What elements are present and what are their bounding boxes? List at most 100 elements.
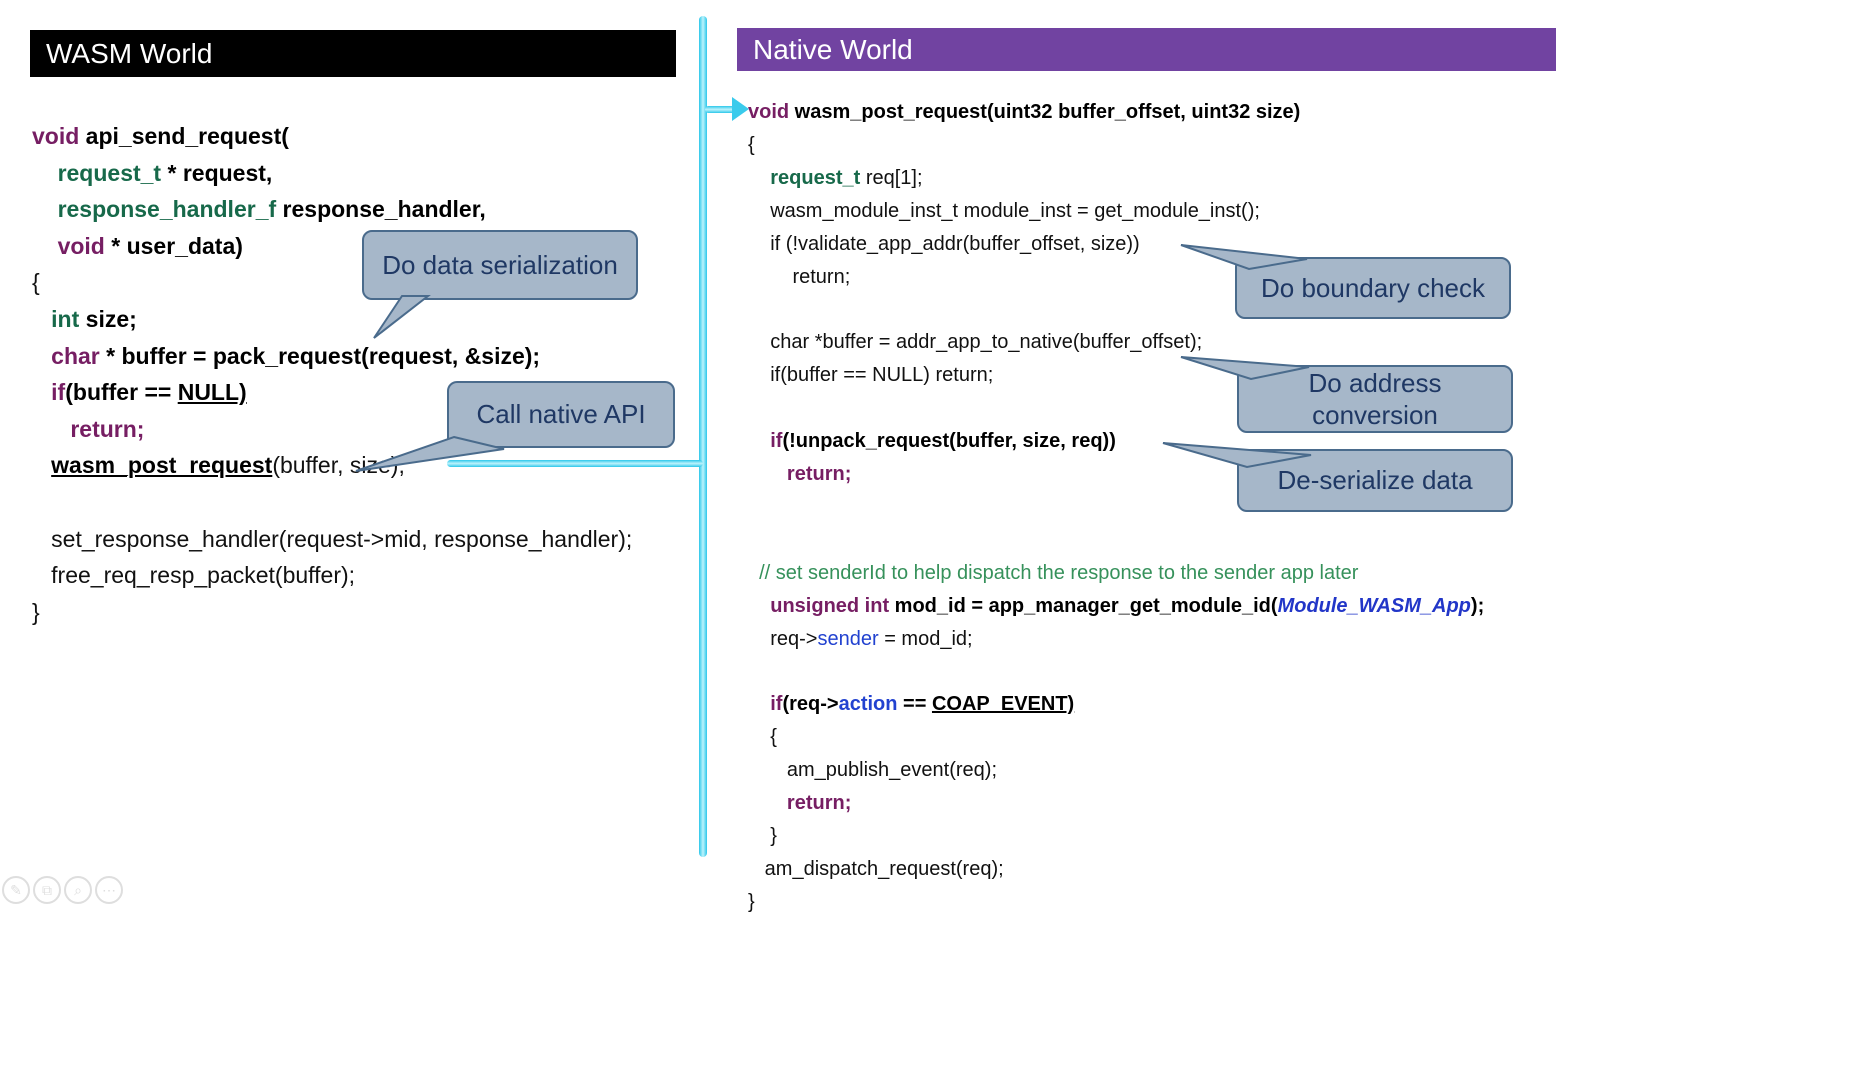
callout-de-serialize-data: De-serialize data — [1162, 442, 1513, 512]
code-segment: set_response_handler(request->mid, respo… — [32, 525, 633, 552]
code-line: char *buffer = addr_app_to_native(buffer… — [748, 326, 1484, 359]
code-segment: // set senderId to help dispatch the res… — [759, 561, 1359, 584]
code-line: unsigned int mod_id = app_manager_get_mo… — [748, 590, 1484, 623]
callout-tail-icon — [1180, 244, 1308, 271]
wasm-code-block: void api_send_request( request_t * reque… — [32, 118, 632, 630]
code-segment: request_t — [57, 159, 162, 186]
code-segment: { — [748, 133, 755, 156]
code-segment: char — [51, 342, 100, 369]
code-segment: size; — [79, 305, 137, 332]
code-segment: ); — [1470, 594, 1485, 617]
code-segment — [748, 792, 787, 814]
code-line: wasm_post_request(buffer, size); — [32, 447, 632, 484]
code-segment — [748, 595, 770, 617]
code-segment: (buffer == — [65, 379, 178, 406]
code-segment: void — [57, 232, 105, 259]
code-line: return; — [748, 458, 1484, 491]
code-segment: free_req_resp_packet(buffer); — [32, 562, 356, 589]
code-segment: char *buffer = addr_app_to_native(buffer… — [748, 331, 1203, 354]
code-segment: = mod_id; — [878, 627, 973, 650]
annotate-icon[interactable]: ⧉ — [33, 876, 61, 904]
callout-call-native-api: Call native API — [355, 381, 675, 472]
code-segment: } — [748, 890, 755, 913]
code-segment — [32, 343, 51, 369]
presentation-toolbar: ✎ ⧉ ⌕ ⋯ — [2, 876, 123, 904]
code-segment: am_publish_event(req); — [748, 759, 998, 782]
code-line: return; — [32, 411, 632, 448]
code-line: } — [32, 594, 632, 631]
code-segment: sender — [817, 627, 879, 650]
code-segment: (req-> — [782, 693, 839, 716]
code-segment — [748, 562, 759, 584]
code-line: return; — [748, 261, 1484, 294]
code-segment: api_send_request( — [85, 123, 289, 149]
code-segment — [32, 416, 70, 442]
code-segment: * request, — [161, 159, 273, 186]
code-segment: (!unpack_request(buffer, size, req)) — [782, 430, 1116, 453]
code-segment: { — [32, 269, 40, 296]
code-segment: wasm_post_request — [51, 452, 273, 479]
wasm-world-header: WASM World — [30, 30, 676, 77]
code-segment: action — [838, 693, 898, 716]
code-segment: mod_id = app_manager_get_module_id( — [889, 594, 1278, 617]
code-line: } — [748, 820, 1484, 853]
call-flow-connector-from-call-site — [447, 460, 703, 467]
code-line: char * buffer = pack_request(request, &s… — [32, 338, 632, 375]
code-line — [748, 524, 1484, 557]
code-line: // set senderId to help dispatch the res… — [748, 557, 1484, 590]
code-line: req->sender = mod_id; — [748, 623, 1484, 656]
code-segment: * buffer = pack_request(request, &size); — [99, 342, 541, 369]
code-line: { — [748, 721, 1484, 754]
code-segment: { — [748, 726, 777, 749]
code-line: if(req->action == COAP_EVENT) — [748, 688, 1484, 721]
native-world-header: Native World — [737, 28, 1556, 71]
code-segment: response_handler, — [276, 196, 486, 223]
zoom-icon[interactable]: ⌕ — [64, 876, 92, 904]
code-line: void wasm_post_request(uint32 buffer_off… — [748, 96, 1484, 129]
code-segment: am_dispatch_request(req); — [748, 857, 1004, 880]
code-segment — [32, 379, 51, 405]
pen-icon[interactable]: ✎ — [2, 876, 30, 904]
callout-text: Do data serialization — [382, 249, 618, 280]
callout-text: Call native API — [476, 399, 646, 430]
callout-tail-icon — [373, 295, 431, 339]
code-segment: int — [51, 305, 80, 332]
wasm-world-title: WASM World — [46, 37, 213, 69]
code-line: { — [748, 129, 1484, 162]
code-line: if(buffer == NULL) — [32, 374, 632, 411]
code-segment: wasm_post_request(uint32 buffer_offset, … — [794, 101, 1301, 123]
code-segment — [32, 452, 51, 478]
code-segment: == — [897, 693, 932, 716]
more-options-icon[interactable]: ⋯ — [95, 876, 123, 904]
code-segment: if(buffer == NULL) return; — [748, 364, 994, 387]
code-line: int size; — [32, 301, 632, 338]
code-segment — [32, 160, 58, 186]
code-segment: } — [32, 598, 40, 625]
code-segment — [32, 196, 58, 222]
code-segment: wasm_module_inst_t module_inst = get_mod… — [748, 199, 1260, 222]
code-line: response_handler_f response_handler, — [32, 191, 632, 228]
code-line: am_dispatch_request(req); — [748, 853, 1484, 886]
code-line — [32, 484, 632, 521]
callout-text: De-serialize data — [1277, 465, 1473, 496]
native-world-title: Native World — [753, 33, 913, 65]
code-line: free_req_resp_packet(buffer); — [32, 557, 632, 594]
callout-tail-icon — [1162, 442, 1312, 469]
code-segment — [748, 463, 787, 485]
code-segment: void — [32, 123, 86, 149]
code-segment: void — [748, 101, 795, 123]
call-flow-arrow-icon — [732, 97, 749, 121]
code-segment — [32, 233, 58, 259]
code-segment: if — [770, 693, 783, 716]
callout-text: Do boundary check — [1260, 272, 1486, 303]
code-line: am_publish_event(req); — [748, 754, 1484, 787]
callout-tail-icon — [1180, 356, 1310, 381]
callout-text: Do address conversion — [1308, 367, 1442, 431]
code-segment — [748, 167, 770, 189]
code-line: if(!unpack_request(buffer, size, req)) — [748, 425, 1484, 458]
code-line: } — [748, 886, 1484, 919]
code-segment: if (!validate_app_addr(buffer_offset, si… — [748, 232, 1140, 255]
callout-do-boundary-check: Do boundary check — [1180, 244, 1511, 319]
code-segment: Module_WASM_App — [1277, 594, 1471, 617]
code-line: { — [32, 264, 632, 301]
